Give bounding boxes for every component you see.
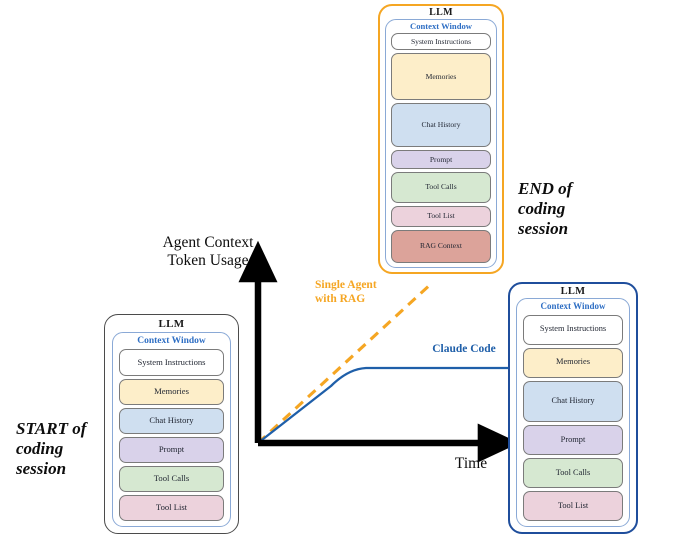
context-block-system-instructions[interactable]: System Instructions [391, 33, 491, 51]
context-block-system-instructions[interactable]: System Instructions [119, 349, 224, 376]
context-block-chat-history[interactable]: Chat History [391, 103, 491, 148]
annotation-start-line2: coding [16, 439, 64, 459]
context-block-prompt[interactable]: Prompt [523, 425, 623, 456]
context-block-tool-list[interactable]: Tool List [391, 205, 491, 227]
context-block-label: Tool Calls [555, 467, 591, 477]
context-block-label: System Instructions [137, 356, 206, 367]
context-window-title-rag: Context Window [410, 21, 472, 31]
context-block-chat-history[interactable]: Chat History [119, 407, 224, 434]
annotation-end-of-coding-session: END of coding session [518, 179, 628, 239]
series-label-rag-line2: with RAG [315, 292, 366, 305]
y-axis-label-line2: Token Usage [167, 252, 249, 270]
context-block-label: Chat History [551, 396, 595, 406]
context-block-tool-list[interactable]: Tool List [119, 494, 224, 521]
context-block-label: Prompt [429, 154, 453, 164]
context-block-label: Tool Calls [153, 473, 190, 484]
annotation-start-of-coding-session: START of coding session [16, 419, 112, 479]
x-axis-label-text: Time [454, 455, 488, 472]
y-axis-label: Agent Context Token Usage [148, 234, 268, 271]
context-block-tool-calls[interactable]: Tool Calls [119, 465, 224, 492]
x-axis-label: Time [440, 455, 502, 473]
annotation-end-line1: END of [518, 179, 573, 198]
context-block-tool-list[interactable]: Tool List [523, 491, 623, 522]
context-block-label: Memories [425, 71, 457, 81]
series-label-claude-code-text: Claude Code [432, 343, 496, 355]
context-block-label: Tool Calls [425, 182, 457, 192]
context-window-title-cc: Context Window [540, 301, 606, 311]
llm-title-cc: LLM [560, 286, 586, 297]
context-block-prompt[interactable]: Prompt [391, 150, 491, 169]
context-block-label: Chat History [421, 120, 461, 130]
context-block-label: Memories [154, 386, 189, 397]
context-block-label: Tool List [557, 500, 589, 510]
context-block-label: Prompt [560, 434, 586, 444]
context-block-chat-history[interactable]: Chat History [523, 380, 623, 423]
context-block-tool-calls[interactable]: Tool Calls [523, 458, 623, 489]
context-window-title-start: Context Window [137, 336, 206, 346]
context-block-label: Memories [556, 357, 590, 367]
annotation-end-line2: coding [518, 199, 566, 219]
y-axis-label-line1: Agent Context [162, 234, 254, 251]
context-block-system-instructions[interactable]: System Instructions [523, 314, 623, 345]
context-block-memories[interactable]: Memories [391, 53, 491, 101]
series-line-claude-code [257, 366, 520, 444]
context-block-memories[interactable]: Memories [119, 378, 224, 405]
series-line-single-agent-rag [256, 281, 434, 445]
llm-title-start: LLM [158, 318, 185, 330]
annotation-end-line3: session [518, 219, 569, 239]
context-block-rag-context[interactable]: RAG Context [391, 229, 491, 264]
context-block-label: Tool List [427, 211, 455, 221]
context-block-label: Prompt [158, 444, 185, 455]
context-block-prompt[interactable]: Prompt [119, 436, 224, 463]
series-label-rag-line1: Single Agent [315, 279, 377, 291]
series-label-claude-code: Claude Code [409, 343, 519, 357]
context-block-label: System Instructions [539, 324, 607, 334]
annotation-start-line3: session [16, 459, 67, 479]
context-block-label: Chat History [149, 415, 194, 426]
llm-title-rag: LLM [429, 7, 453, 18]
context-block-label: RAG Context [420, 241, 462, 251]
context-block-tool-calls[interactable]: Tool Calls [391, 171, 491, 203]
annotation-start-line1: START of [16, 419, 87, 438]
series-label-single-agent-rag: Single Agent with RAG [315, 279, 411, 307]
context-block-memories[interactable]: Memories [523, 347, 623, 378]
context-block-label: System Instructions [410, 36, 472, 46]
context-block-label: Tool List [155, 502, 188, 513]
